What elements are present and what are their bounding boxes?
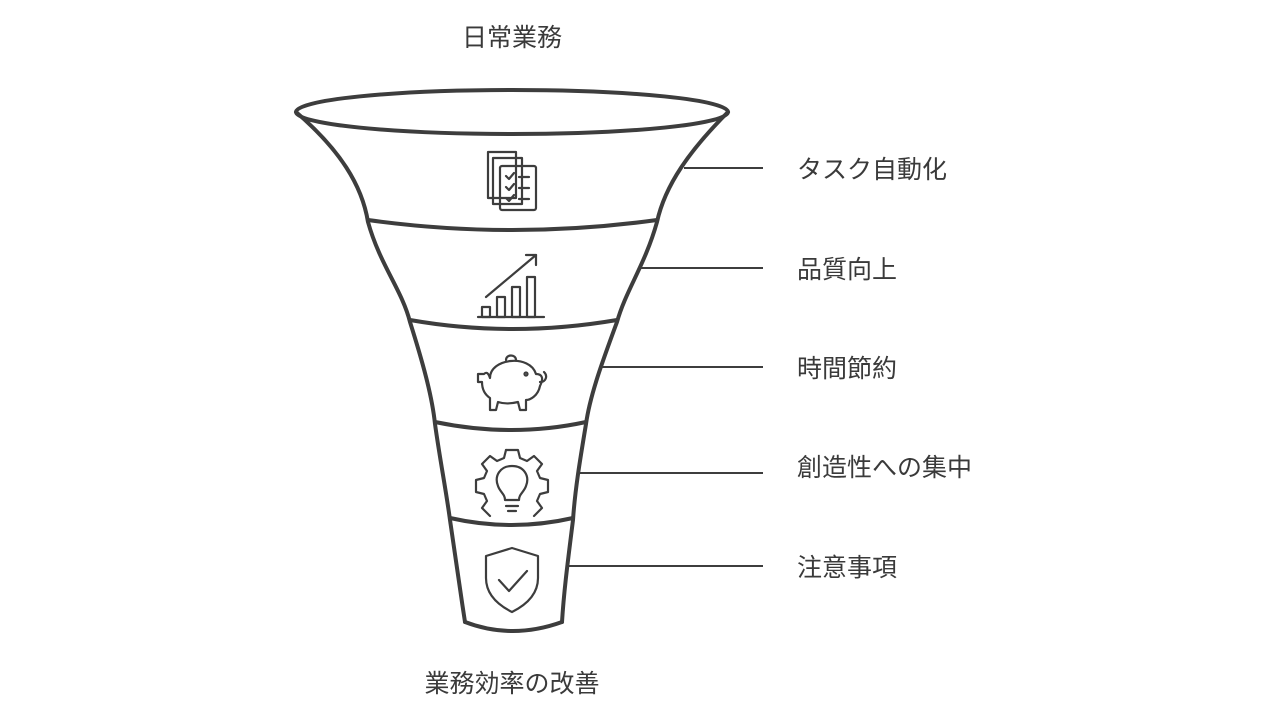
funnel-bottom xyxy=(463,620,564,633)
funnel-right-edge xyxy=(560,110,730,624)
funnel-bottom-label: 業務効率の改善 xyxy=(424,669,599,698)
funnel-band-divider-2 xyxy=(408,318,619,331)
bar-chart-growth-icon xyxy=(476,253,546,319)
funnel-band-divider-1 xyxy=(366,218,659,232)
shield-check-icon xyxy=(484,546,540,614)
stage-label-creativity-focus: 創造性への集中 xyxy=(797,453,972,482)
funnel-rim xyxy=(294,88,730,136)
stage-label-cautions: 注意事項 xyxy=(797,553,897,582)
funnel-top-label: 日常業務 xyxy=(462,23,562,52)
funnel-shape xyxy=(294,88,730,633)
stage-label-time-saving: 時間節約 xyxy=(797,354,897,383)
checklist-documents-icon xyxy=(486,150,538,212)
funnel-band-divider-3 xyxy=(433,420,588,432)
funnel-left-edge xyxy=(294,110,467,624)
funnel-band-divider-4 xyxy=(448,516,575,527)
stage-label-quality-improvement: 品質向上 xyxy=(797,255,897,284)
piggy-bank-icon xyxy=(476,354,548,412)
stage-label-task-automation: タスク自動化 xyxy=(797,155,947,184)
gear-lightbulb-icon xyxy=(474,448,550,518)
